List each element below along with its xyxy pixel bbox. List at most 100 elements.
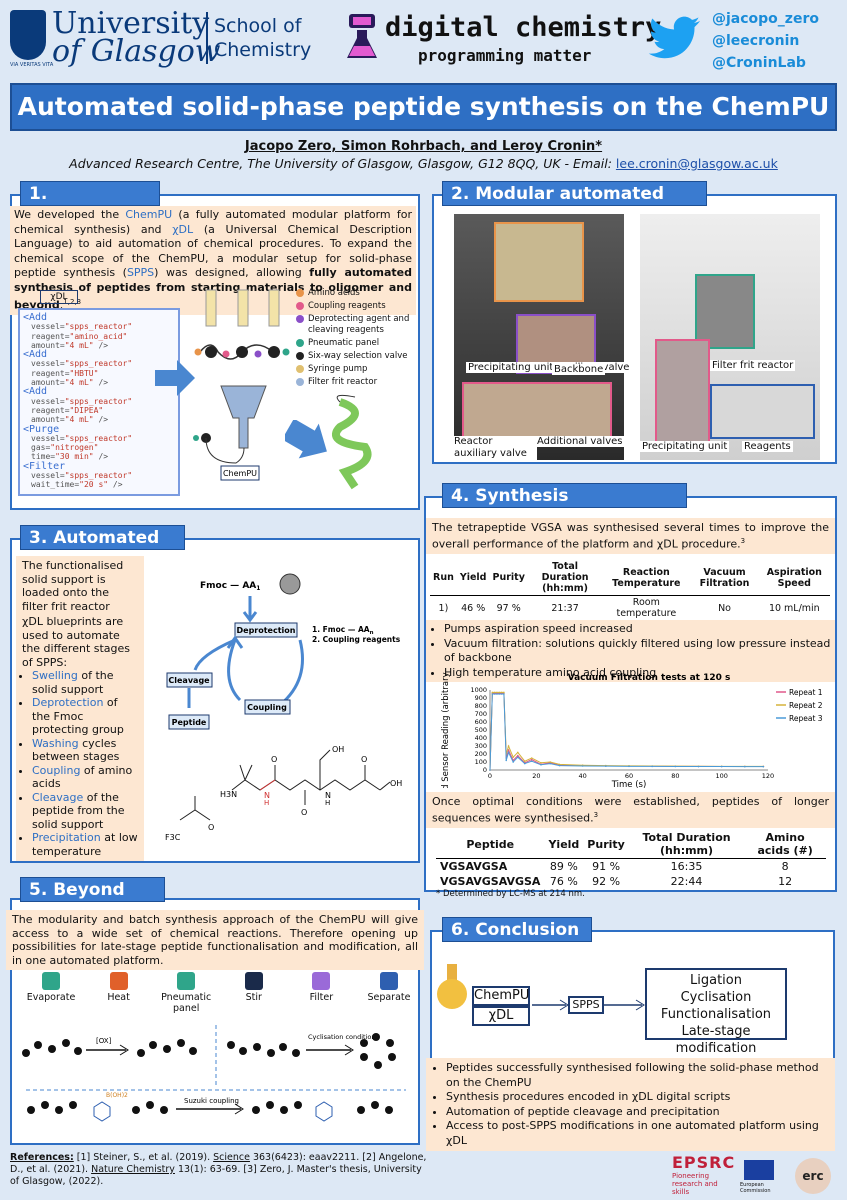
x-tick-label: 100: [715, 772, 727, 780]
conclusion-spps-box: SPPS: [568, 996, 604, 1014]
xdl-line: wait_time="20 s" />: [31, 480, 123, 490]
table-header-cell: Total Duration (hh:mm): [527, 560, 603, 596]
bullet-item: Synthesis procedures encoded in χDL digi…: [446, 1090, 829, 1105]
data-point: [496, 691, 498, 694]
data-point: [491, 691, 494, 694]
table-header-cell: Purity: [583, 830, 629, 859]
legend-item: Filter frit reactor: [296, 377, 416, 388]
data-point: [530, 760, 533, 762]
deprotection-label: Deprotection: [237, 626, 296, 635]
improvements-title: 4. Synthesis improvements: [442, 483, 687, 527]
xdl-line: vessel="spps_reactor": [31, 359, 133, 369]
step2-label: 2. Coupling reagents: [312, 635, 401, 644]
bullet-item: Access to post-SPPS modifications in one…: [446, 1119, 829, 1148]
digital-chemistry-subtitle: programming matter: [418, 46, 592, 65]
spps-stages: χDL blueprints are used to automate the …: [16, 612, 144, 861]
legend-item: Amino acids: [296, 288, 416, 299]
table-header-cell: Total Duration (hh:mm): [628, 830, 745, 859]
svg-text:N: N: [264, 791, 270, 800]
conclusion-chempu-box: ChemPU: [472, 986, 530, 1006]
step1-label: 1. Fmoc — AAn: [312, 625, 374, 636]
data-point: [498, 693, 501, 695]
module-item: Pneumatic panel: [155, 972, 217, 1017]
data-point: [651, 765, 653, 768]
spps-stage-item: Cleavage of the peptide from the solid s…: [32, 791, 138, 832]
epsrc-logo: EPSRC: [672, 1153, 736, 1172]
y-tick-label: 300: [475, 742, 487, 750]
legend-item: Six-way selection valve: [296, 351, 416, 362]
x-tick-label: 0: [488, 772, 492, 780]
data-point: [503, 691, 505, 694]
y-tick-label: 100: [475, 758, 487, 766]
label-additional-valves: Additional valves: [535, 436, 625, 447]
peptide-helix-icon: [332, 394, 372, 490]
twitter-handle[interactable]: @CroninLab: [712, 55, 806, 71]
module-icon: [109, 972, 128, 990]
table-cell: 16:35: [670, 860, 703, 873]
xdl-tab: χDL: [40, 290, 78, 304]
data-point: [628, 765, 630, 768]
svg-text:O: O: [361, 755, 367, 764]
svg-text:Suzuki coupling: Suzuki coupling: [184, 1097, 239, 1105]
chart-title: Vacuum Filtration tests at 120 s: [568, 673, 731, 683]
data-point: [558, 764, 561, 767]
data-point: [530, 757, 533, 759]
six-way-valves: [205, 346, 280, 358]
legend-label: Repeat 1: [789, 688, 823, 697]
poster-title: Automated solid-phase peptide synthesis …: [10, 83, 837, 131]
x-tick-label: 60: [625, 772, 633, 780]
label-backbone: Backbone: [552, 364, 606, 375]
twitter-handle[interactable]: @leecronin: [712, 33, 800, 49]
table-cell: Room temperature: [616, 597, 677, 619]
twitter-handle[interactable]: @jacopo_zero: [712, 11, 819, 27]
data-point: [491, 693, 494, 695]
eu-label: European Commission: [740, 1182, 771, 1194]
arrow-icon: [155, 360, 195, 396]
module-item: Filter: [290, 972, 352, 1017]
spps-stage-item: Coupling of amino acids: [32, 764, 138, 791]
data-point: [498, 691, 501, 694]
y-tick-label: 800: [475, 702, 487, 710]
data-point: [512, 761, 514, 763]
y-tick-label: 500: [475, 726, 487, 734]
improvements-intro: The tetrapeptide VGSA was synthesised se…: [426, 518, 835, 554]
legend-item: Pneumatic panel: [296, 338, 416, 349]
data-point: [517, 754, 519, 757]
legend-swatch: [296, 378, 304, 386]
svg-text:O: O: [271, 755, 277, 764]
data-point: [493, 693, 496, 695]
fmoc-start-label: Fmoc — AA1: [200, 581, 260, 592]
label-reactor-aux-valve: Reactor auxiliary valve: [452, 436, 537, 460]
svg-text:[OX]: [OX]: [96, 1037, 112, 1045]
data-point: [496, 693, 498, 695]
xdl-line: <Purge: [23, 423, 60, 435]
email-link[interactable]: lee.cronin@glasgow.ac.uk: [615, 156, 778, 171]
xdl-line: reagent="HBTU": [31, 368, 99, 378]
spps-support-text: The functionalised solid support is load…: [16, 556, 144, 616]
table-cell: 92 %: [592, 875, 621, 888]
xdl-line: vessel="spps_reactor": [31, 396, 133, 406]
svg-text:O: O: [301, 808, 307, 817]
module-icon: [379, 972, 398, 990]
y-tick-label: 1000: [470, 686, 487, 694]
spps-stage-item: Precipitation at low temperature: [32, 831, 138, 858]
table-cell: 91 %: [592, 860, 621, 873]
authors: Jacopo Zero, Simon Rohrbach, and Leroy C…: [244, 139, 603, 154]
legend-label: Repeat 3: [789, 714, 823, 723]
xdl-line: reagent="amino_acid": [31, 331, 128, 341]
label-filter-frit-reactor: Filter frit reactor: [710, 360, 796, 371]
erc-logo: erc: [795, 1158, 831, 1194]
platform-title: 2. Modular automated platform: [442, 181, 707, 225]
table-header-cell: Yield: [456, 560, 490, 596]
data-point: [540, 762, 542, 764]
svg-text:OH: OH: [332, 745, 344, 754]
x-axis-label: Time (s): [611, 780, 647, 788]
